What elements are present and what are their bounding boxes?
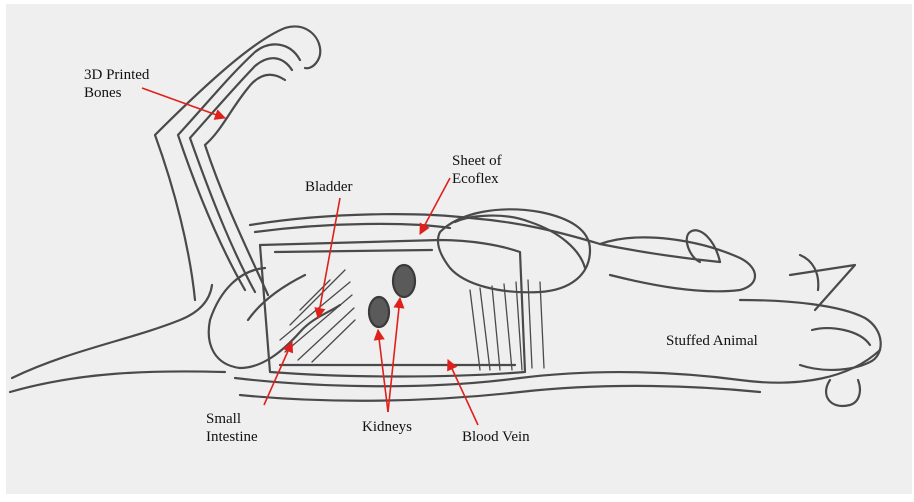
body-top-inner (255, 224, 450, 232)
kidney-left (369, 297, 389, 327)
front-leg (600, 237, 755, 291)
label-bones: 3D Printed Bones (84, 66, 149, 102)
kidney-right (393, 265, 415, 297)
arrow-bones (142, 88, 225, 118)
body-bottom (235, 350, 880, 386)
lower-leg-inner (248, 275, 305, 320)
label-ecoflex: Sheet of Ecoflex (452, 152, 502, 188)
leg-bone-1 (178, 44, 300, 290)
tail-outline-lower (10, 371, 225, 392)
tail-outline (12, 285, 212, 378)
body-bottom-2 (240, 386, 760, 401)
label-stuffed-animal: Stuffed Animal (666, 332, 758, 350)
ear-lower (812, 328, 870, 345)
label-kidneys: Kidneys (362, 418, 412, 436)
leg-bone-2 (190, 58, 292, 292)
muzzle (826, 380, 860, 406)
arrow-vein (448, 360, 478, 425)
label-bladder: Bladder (305, 178, 352, 196)
arrow-kidney-left (378, 330, 388, 412)
label-small-intestine: Small Intestine (206, 410, 258, 446)
cavity-outline (260, 240, 525, 377)
label-blood-vein: Blood Vein (462, 428, 530, 446)
